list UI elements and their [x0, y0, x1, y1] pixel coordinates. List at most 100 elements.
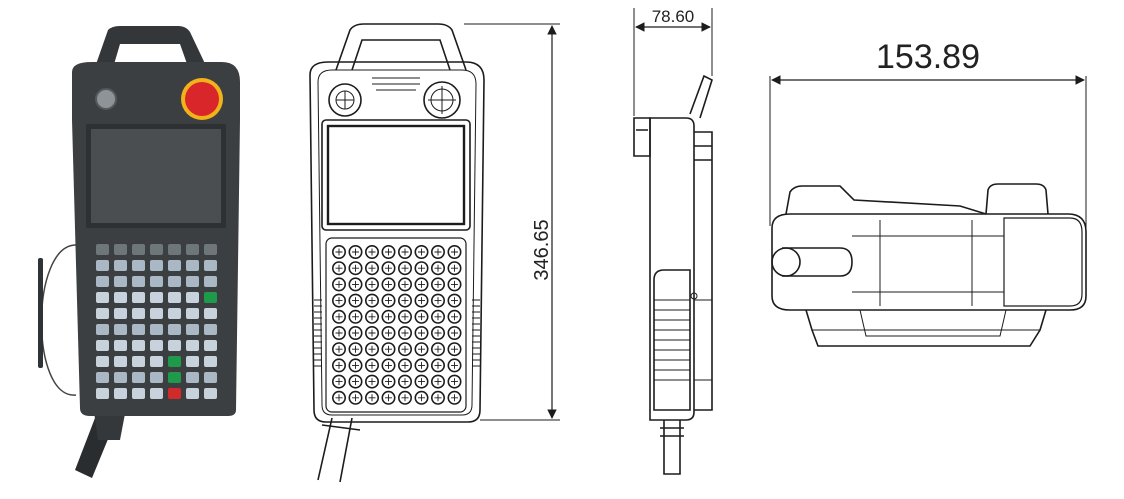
render-key[interactable]: [96, 324, 109, 335]
outline-key: [331, 325, 346, 340]
render-key[interactable]: [168, 388, 181, 399]
render-key[interactable]: [132, 292, 145, 303]
render-key[interactable]: [204, 308, 217, 319]
render-key[interactable]: [204, 356, 217, 367]
render-key[interactable]: [204, 388, 217, 399]
render-key[interactable]: [96, 308, 109, 319]
render-key[interactable]: [132, 356, 145, 367]
outline-key: [364, 390, 379, 405]
outline-key: [381, 325, 396, 340]
outline-key: [430, 342, 445, 357]
render-key[interactable]: [132, 244, 145, 255]
render-keypad: [96, 244, 217, 399]
render-key[interactable]: [150, 388, 163, 399]
outline-key: [348, 358, 363, 373]
render-key[interactable]: [132, 276, 145, 287]
render-key[interactable]: [186, 324, 199, 335]
outline-key-mark: [335, 329, 343, 337]
render-key[interactable]: [114, 292, 127, 303]
render-key[interactable]: [132, 260, 145, 271]
outline-key-mark: [434, 378, 442, 386]
render-key[interactable]: [150, 340, 163, 351]
render-key[interactable]: [186, 308, 199, 319]
render-key[interactable]: [150, 292, 163, 303]
outline-key: [381, 358, 396, 373]
render-key[interactable]: [114, 324, 127, 335]
render-key[interactable]: [132, 372, 145, 383]
render-key[interactable]: [114, 388, 127, 399]
render-key[interactable]: [204, 292, 217, 303]
render-key[interactable]: [150, 356, 163, 367]
render-key[interactable]: [96, 292, 109, 303]
render-key[interactable]: [150, 308, 163, 319]
render-key[interactable]: [186, 340, 199, 351]
outline-key-mark: [451, 264, 458, 272]
render-key[interactable]: [168, 308, 181, 319]
render-key[interactable]: [96, 388, 109, 399]
render-key[interactable]: [168, 260, 181, 271]
render-key[interactable]: [114, 260, 127, 271]
outline-key-mark: [335, 248, 343, 256]
render-key[interactable]: [204, 324, 217, 335]
render-key[interactable]: [96, 356, 109, 367]
outline-key: [364, 277, 379, 292]
outline-key: [447, 309, 462, 324]
render-key[interactable]: [150, 260, 163, 271]
render-key[interactable]: [114, 372, 127, 383]
render-key[interactable]: [96, 244, 109, 255]
render-key[interactable]: [150, 324, 163, 335]
render-key[interactable]: [114, 276, 127, 287]
outline-key: [364, 358, 379, 373]
render-key[interactable]: [186, 356, 199, 367]
render-key[interactable]: [132, 388, 145, 399]
render-key[interactable]: [204, 372, 217, 383]
outline-key: [397, 261, 412, 276]
render-key[interactable]: [204, 244, 217, 255]
outline-key-mark: [434, 361, 442, 369]
render-key[interactable]: [96, 260, 109, 271]
outline-key: [381, 309, 396, 324]
outline-key-mark: [401, 361, 409, 369]
side-cable: [660, 420, 684, 475]
render-key[interactable]: [150, 372, 163, 383]
render-key[interactable]: [132, 324, 145, 335]
render-key[interactable]: [168, 276, 181, 287]
outline-key: [447, 277, 462, 292]
render-key[interactable]: [96, 276, 109, 287]
outline-key-mark: [352, 329, 359, 337]
outline-key-mark: [368, 280, 376, 288]
render-key[interactable]: [186, 388, 199, 399]
render-key[interactable]: [168, 324, 181, 335]
render-key[interactable]: [168, 292, 181, 303]
render-key[interactable]: [186, 244, 199, 255]
estop-button[interactable]: [185, 82, 219, 116]
top-right-grip: [1003, 217, 1083, 307]
outline-key: [397, 293, 412, 308]
render-key[interactable]: [132, 308, 145, 319]
stylus: [38, 258, 43, 368]
render-key[interactable]: [96, 340, 109, 351]
render-key[interactable]: [204, 276, 217, 287]
outline-key: [331, 390, 346, 405]
render-key[interactable]: [150, 244, 163, 255]
outline-key-mark: [352, 297, 359, 305]
render-key[interactable]: [114, 244, 127, 255]
render-key[interactable]: [168, 356, 181, 367]
render-key[interactable]: [204, 260, 217, 271]
render-key[interactable]: [114, 340, 127, 351]
render-key[interactable]: [186, 292, 199, 303]
outline-key: [381, 374, 396, 389]
render-key[interactable]: [132, 340, 145, 351]
render-key[interactable]: [114, 308, 127, 319]
render-key[interactable]: [114, 356, 127, 367]
render-key[interactable]: [204, 340, 217, 351]
render-key[interactable]: [168, 340, 181, 351]
render-key[interactable]: [168, 372, 181, 383]
render-key[interactable]: [186, 260, 199, 271]
render-key[interactable]: [186, 372, 199, 383]
render-key[interactable]: [96, 372, 109, 383]
render-key[interactable]: [150, 276, 163, 287]
render-key[interactable]: [168, 244, 181, 255]
outline-key: [331, 374, 346, 389]
render-key[interactable]: [186, 276, 199, 287]
